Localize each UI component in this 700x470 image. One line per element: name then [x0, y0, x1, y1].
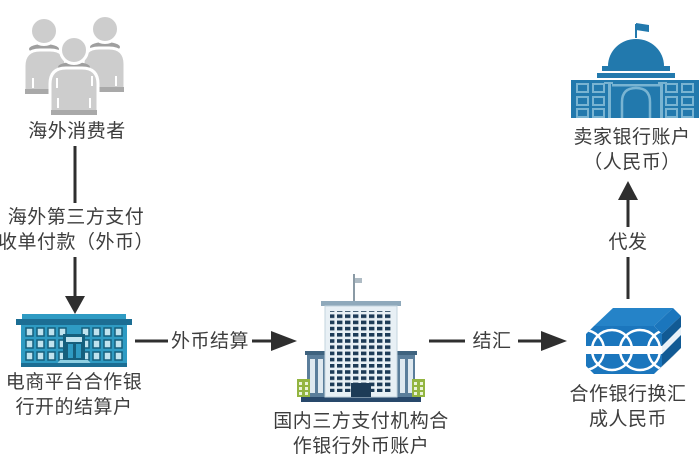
distribution-edge-label: 代发 — [608, 231, 648, 253]
fx-settlement-edge-label: 外币结算 — [170, 330, 249, 352]
settle-fx-edge-label: 结汇 — [472, 330, 512, 352]
exchange-label: 合作银行换汇 成人民币 — [569, 383, 687, 430]
arrowhead-right2-icon — [541, 331, 567, 351]
arrowhead-down-icon — [65, 296, 85, 314]
seller-bank-label: 卖家银行账户 （人民币） — [573, 126, 691, 173]
bank-building-icon — [16, 314, 132, 370]
skyscraper-icon — [297, 271, 425, 406]
consumers-label: 海外消费者 — [28, 120, 126, 142]
arrowhead-up-icon — [618, 181, 638, 200]
platform-bank-label: 电商平台合作银 行开的结算户 — [5, 371, 143, 418]
acquiring-edge-label: 海外第三方支付 收单付款（外币） — [0, 206, 154, 253]
government-bank-icon — [570, 22, 700, 118]
money-bundle-icon — [576, 304, 684, 376]
arrowhead-right-icon — [271, 331, 297, 351]
people-group-icon — [22, 6, 127, 118]
domestic-bank-label: 国内三方支付机构合 作银行外币账户 — [273, 410, 449, 457]
